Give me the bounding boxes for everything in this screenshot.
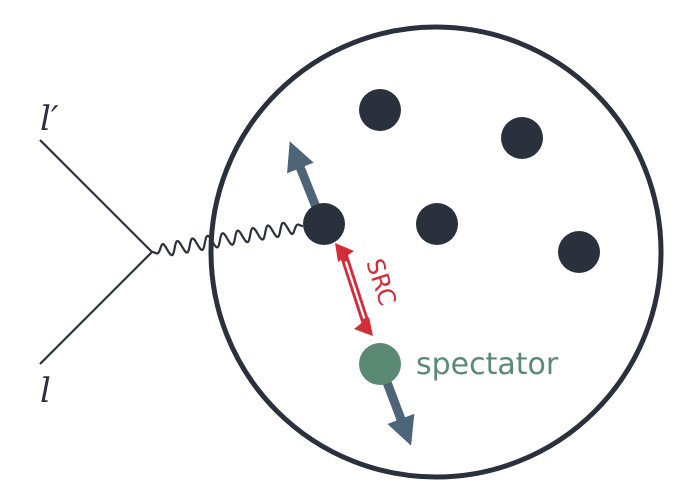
src-label: SRC [360, 255, 401, 309]
incoming-lepton-line [39, 251, 153, 365]
spectator-nucleon [359, 343, 401, 385]
virtual-photon-wavy-line [151, 221, 304, 257]
struck-nucleon [303, 203, 345, 245]
outgoing-lepton-line [39, 139, 153, 253]
nucleon [558, 231, 600, 273]
nucleon [501, 117, 543, 159]
src-double-arrow [335, 243, 373, 336]
outgoing-lepton-label: l′ [40, 99, 59, 139]
spectator-label: spectator [416, 347, 559, 382]
incoming-lepton-label: l [40, 371, 51, 411]
nucleon [359, 89, 401, 131]
nucleon [416, 203, 458, 245]
nucleus-circle [208, 24, 664, 480]
